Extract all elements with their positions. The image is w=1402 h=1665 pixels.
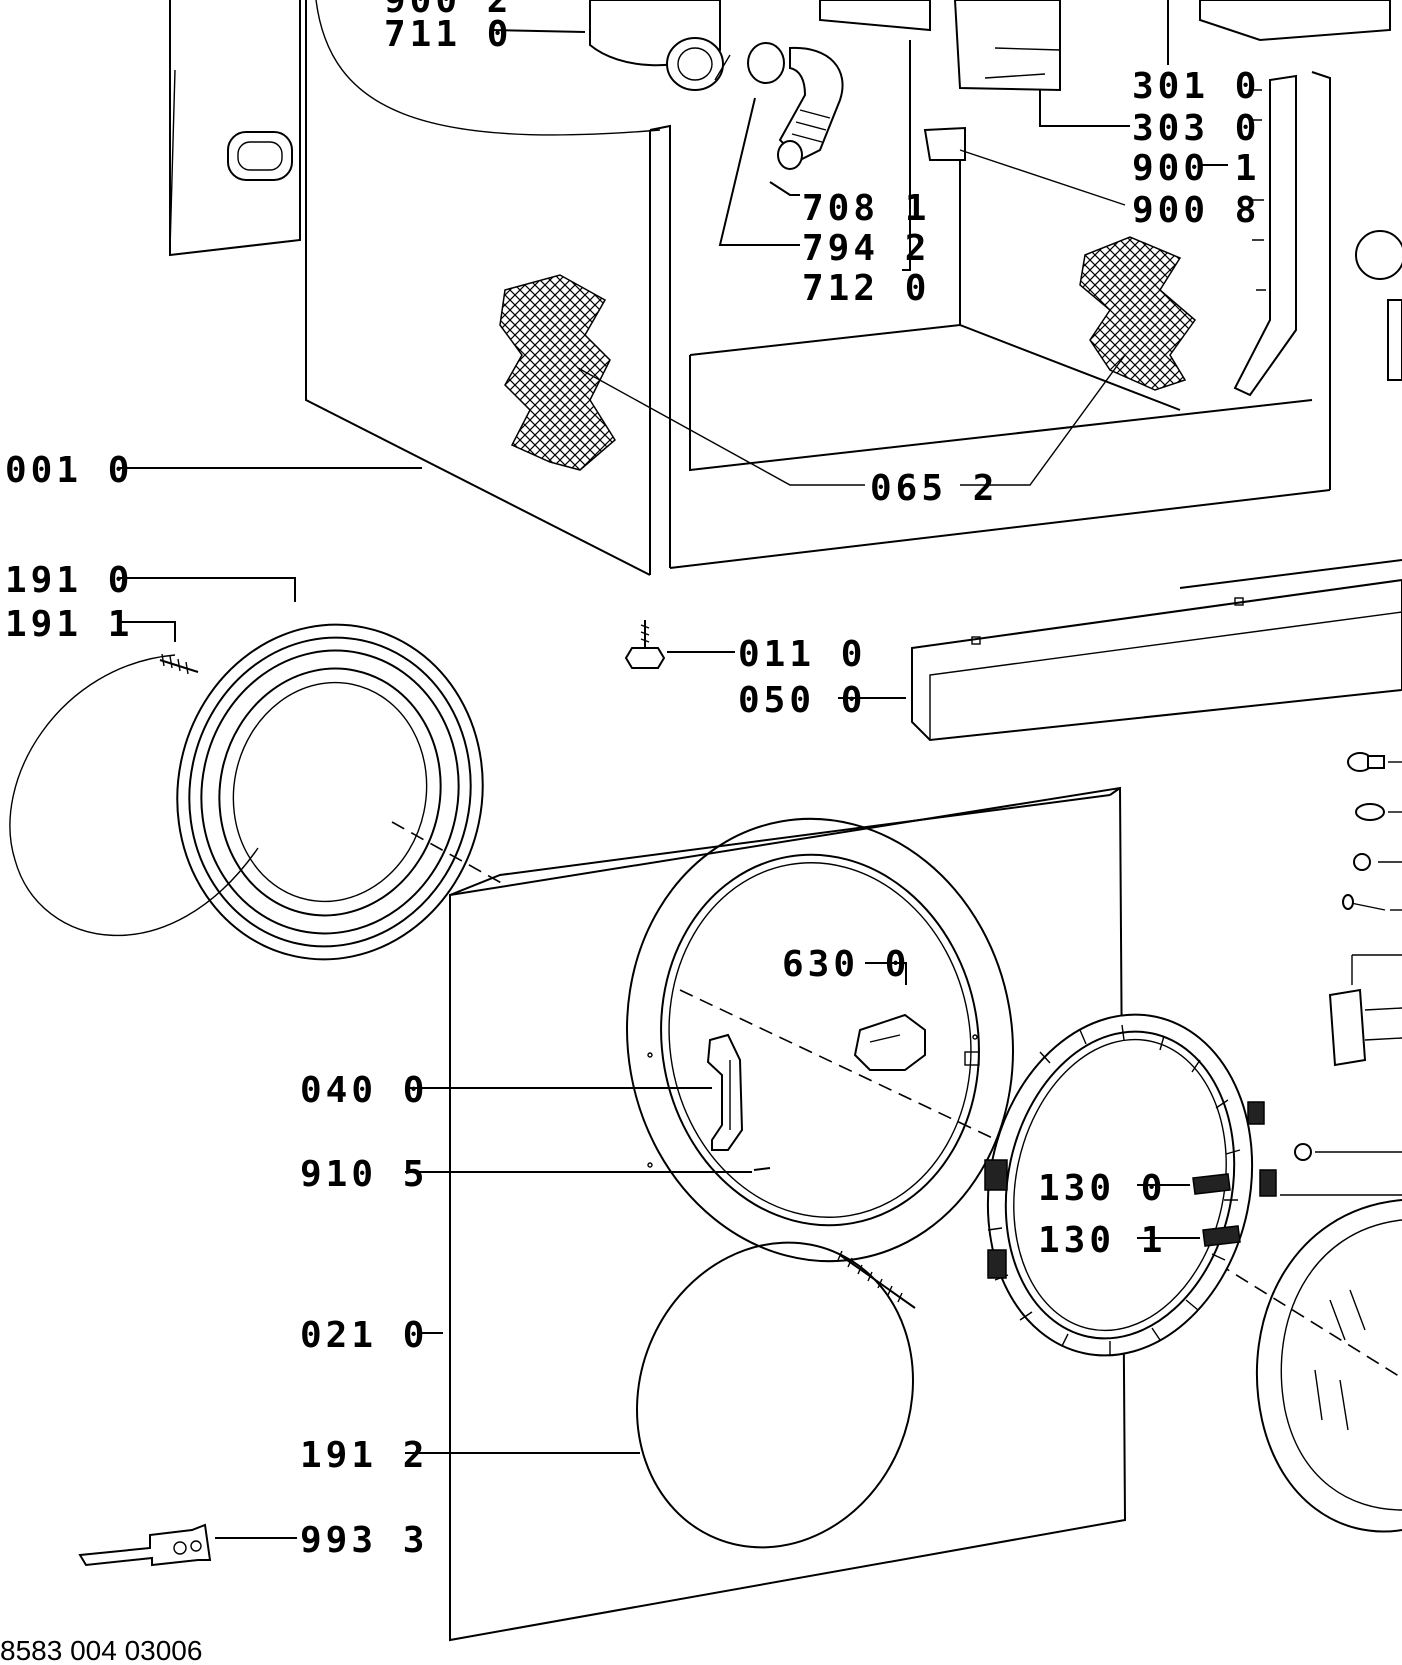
label-712-0: 712 0 [802, 268, 930, 309]
label-794-2: 794 2 [802, 228, 930, 269]
inner-door-frame [984, 1013, 1402, 1357]
label-303-0: 303 0 [1132, 108, 1260, 149]
label-910-5: 910 5 [300, 1154, 428, 1195]
drawing-code: 8583 004 03006 [0, 1635, 202, 1665]
front-panel [449, 786, 1127, 1642]
small-screws-right [1328, 752, 1402, 1067]
label-630-0: 630 0 [782, 944, 910, 985]
label-301-0: 301 0 [1132, 66, 1260, 107]
label-191-2: 191 2 [300, 1435, 428, 1476]
part-labels: 900 2 711 0 301 0 303 0 900 1 900 8 708 … [0, 0, 1260, 1665]
label-001-0: 001 0 [5, 450, 133, 491]
label-900-2: 900 2 [384, 0, 512, 21]
label-708-1: 708 1 [802, 188, 930, 229]
label-900-1: 900 1 [1132, 148, 1260, 189]
label-065-2: 065 2 [870, 468, 998, 509]
front-rail [838, 559, 1402, 742]
adjustable-foot [624, 620, 735, 669]
top-components [589, 0, 1402, 397]
door-tool [78, 1523, 297, 1567]
label-130-0: 130 0 [1038, 1168, 1166, 1209]
label-993-3: 993 3 [300, 1520, 428, 1561]
door-gasket [9, 577, 484, 961]
leader-lines-lower [405, 962, 907, 1454]
label-011-0: 011 0 [738, 634, 866, 675]
label-050-0: 050 0 [738, 680, 866, 721]
label-021-0: 021 0 [300, 1315, 428, 1356]
label-130-1: 130 1 [1038, 1220, 1166, 1261]
insulation-pad-left [499, 274, 616, 471]
door-axis-line-2 [679, 989, 1061, 1171]
label-711-0: 711 0 [384, 14, 512, 55]
leader-lines-top [120, 0, 1228, 486]
insulation-pad-right [1079, 236, 1197, 391]
label-040-0: 040 0 [300, 1070, 428, 1111]
cabinet-body [169, 0, 1331, 576]
door-glass [1255, 1199, 1402, 1533]
label-191-1: 191 1 [5, 604, 133, 645]
label-900-8: 900 8 [1132, 190, 1260, 231]
label-191-0: 191 0 [5, 560, 133, 601]
